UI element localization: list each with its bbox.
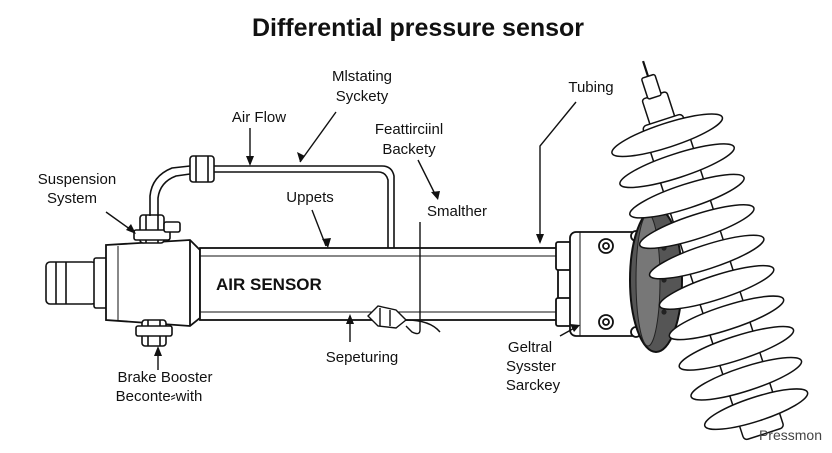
left-end-fitting — [45, 257, 109, 309]
label-backety: Backety — [382, 141, 436, 158]
diagram-title: Differential pressure sensor — [252, 14, 584, 42]
label-mlstating: Mlstating — [332, 68, 392, 85]
label-system: System — [47, 190, 97, 207]
label-beconte-with: Beconte⸗with — [116, 388, 203, 405]
label-air-sensor: AIR SENSOR — [216, 275, 322, 294]
label-smalther: Smalther — [427, 203, 487, 220]
top-valve — [133, 214, 181, 244]
arrowheads — [126, 152, 580, 356]
label-air-flow: Air Flow — [232, 109, 286, 126]
right-flange — [555, 230, 642, 338]
label-geltral: Geltral — [508, 339, 552, 356]
label-sysster: Sysster — [506, 358, 556, 375]
bottom-valve — [135, 319, 173, 347]
label-tubing: Tubing — [568, 79, 613, 96]
label-uppets: Uppets — [286, 189, 334, 206]
sensor-housing — [105, 239, 201, 327]
label-brake-booster: Brake Booster — [117, 369, 212, 386]
label-feattirciinl: Feattirciinl — [375, 121, 443, 138]
air-flow-tubing — [149, 155, 395, 262]
finned-element — [611, 60, 809, 441]
watermark: Pressmon — [759, 427, 822, 443]
label-syckety: Syckety — [336, 88, 389, 105]
label-sarckey: Sarckey — [506, 377, 561, 394]
label-sepeturing: Sepeturing — [326, 349, 399, 366]
leader-lines — [105, 101, 579, 370]
label-suspension: Suspension — [38, 171, 116, 188]
lower-coupling — [367, 305, 441, 333]
